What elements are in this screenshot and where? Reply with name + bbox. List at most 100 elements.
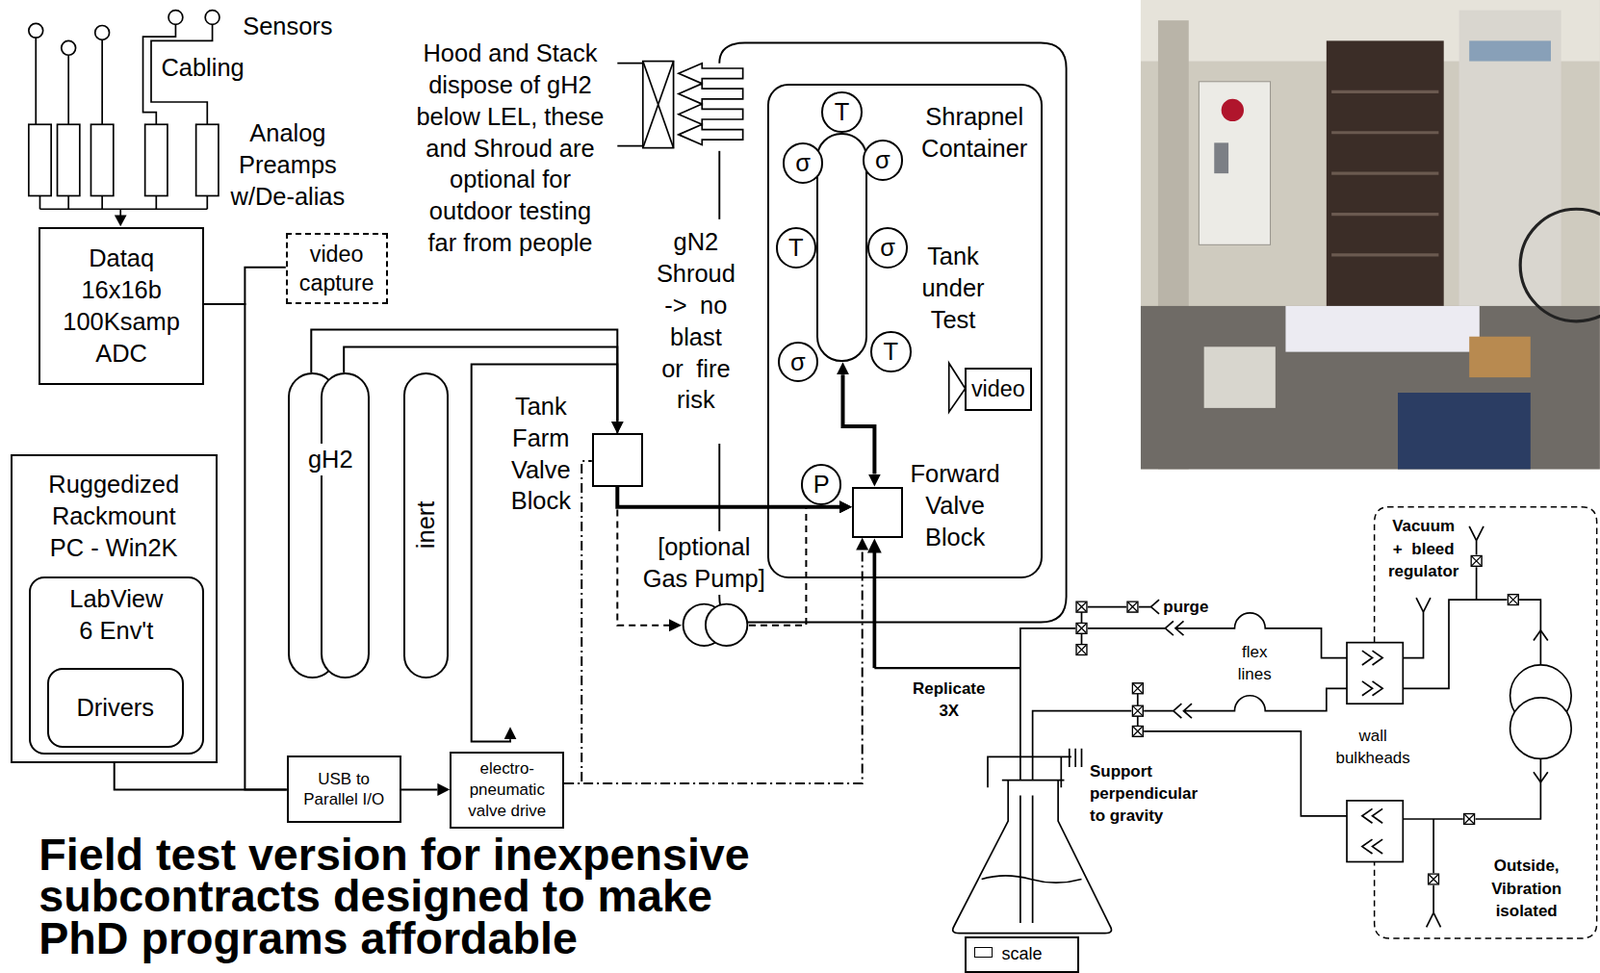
scale-box: scale (964, 936, 1081, 973)
sensor-circle: T (821, 91, 862, 132)
plumbing (1469, 526, 1484, 600)
plumbing (953, 526, 1572, 934)
annotation-label: Cabling (160, 51, 263, 84)
hood-stack (678, 124, 744, 145)
pump-symbol (705, 604, 748, 646)
lab-photo (1221, 99, 1244, 122)
sensor-wiring (28, 10, 220, 217)
valve-symbol (1470, 555, 1482, 567)
valve-symbol (1464, 813, 1475, 825)
node-text: gH2 (306, 443, 356, 476)
lab-photo (1469, 336, 1531, 378)
valve-symbol (1428, 874, 1440, 885)
lab-photo (1198, 81, 1270, 246)
plumbing (1510, 697, 1573, 760)
caption: Field test version for inexpensive subco… (38, 834, 794, 960)
test-tank: Tank under Test (816, 132, 868, 362)
valve-symbol (1076, 622, 1087, 634)
container-box: Shrapnel ContainerTank under TestTσσTσσT… (767, 83, 1043, 579)
lab-photo (1213, 142, 1229, 174)
plumbing (1087, 599, 1160, 615)
plumbing (1362, 650, 1383, 697)
valve-symbol (1127, 601, 1138, 613)
plumbing (1143, 731, 1347, 817)
plumbing (1346, 800, 1403, 863)
node-text: σ (790, 350, 806, 375)
sensor-wiring (57, 124, 80, 196)
lab-photo (1459, 10, 1562, 307)
sensor-circle: σ (867, 227, 908, 268)
feed-line (874, 551, 1021, 669)
node-text: LabView 6 Env't (65, 583, 168, 647)
node-text: Tank under Test (916, 240, 990, 336)
shroud-outline (718, 151, 721, 220)
valve-symbol (1076, 645, 1087, 656)
sensor-wiring (90, 124, 113, 196)
node-text: P (813, 472, 830, 497)
node-text: Dataq 16x16b 100Ksamp ADC (55, 242, 187, 369)
sensor-wiring (39, 195, 207, 216)
lab-photo (1520, 208, 1600, 322)
valve-block: Tank Farm Valve Block (592, 433, 644, 487)
scale-display (974, 947, 993, 959)
valve-block: Forward Valve Block (851, 487, 904, 539)
lab-photo (1331, 91, 1439, 256)
pump-symbol (681, 602, 749, 648)
lab-photo (1285, 306, 1479, 353)
annotation-label: wall bulkheads (1329, 724, 1417, 771)
annotation-label: Sensors (242, 10, 356, 43)
connector (471, 363, 619, 742)
hood-stack (678, 103, 744, 125)
node-text: σ (879, 235, 896, 260)
cylinder-shape (320, 372, 370, 679)
lab-photo (1140, 0, 1600, 469)
node-text: inert (410, 501, 442, 549)
node-text: [optional Gas Pump] (636, 531, 772, 595)
driver-box: Drivers (47, 668, 184, 749)
plumbing (981, 876, 1083, 883)
annotation-label: flex lines (1231, 641, 1278, 687)
plumbing (1346, 643, 1403, 705)
annotation-label: gN2 Shroud -> no blast or fire risk (654, 226, 737, 416)
valve-symbol (1132, 683, 1143, 695)
sensor-wiring (168, 10, 183, 26)
arrowhead (867, 539, 882, 554)
camera-lens (949, 362, 966, 413)
feed-line (873, 551, 878, 669)
video-capture-box: video capture (285, 232, 388, 306)
hood-stack (617, 61, 673, 149)
sensor-wiring (61, 40, 77, 55)
pressure-gauge: P (800, 464, 842, 505)
video-camera: video (964, 367, 1033, 413)
connector (343, 346, 618, 421)
valve-symbol (1132, 705, 1143, 717)
annotation-label: Hood and Stack dispose of gH2 below LEL,… (413, 37, 606, 259)
annotation-label: Analog Preamps w/De-alias (227, 117, 348, 212)
software-box: LabView 6 Env'tDrivers (28, 576, 205, 755)
node-text: T (883, 339, 900, 364)
valve-symbol (1507, 594, 1519, 606)
valve-drive-box: electro-pneumatic valve drive (449, 751, 565, 829)
node-text: USB to Parallel I/O (296, 769, 391, 812)
connector (843, 374, 876, 474)
outside-region (1374, 507, 1598, 939)
shroud-outline (719, 43, 1066, 623)
sensor-wiring (205, 10, 220, 26)
sensor-circle: T (870, 331, 911, 372)
outside-region (1374, 507, 1598, 939)
sensor-circle: σ (777, 341, 819, 383)
feed-line (874, 667, 1021, 670)
plumbing (1362, 808, 1383, 854)
adc-box: Dataq 16x16b 100Ksamp ADC (38, 227, 205, 385)
node-text: T (788, 235, 804, 260)
valve-symbol (1132, 725, 1143, 737)
annotation-label: Outside, Vibration isolated (1484, 854, 1569, 923)
annotation-label: Support perpendicular to gravity (1089, 760, 1205, 828)
lab-photo (1469, 40, 1551, 61)
plumbing (1143, 688, 1347, 719)
plumbing (1020, 796, 1033, 924)
sensor-wiring (145, 124, 168, 196)
sensor-wiring (28, 124, 52, 196)
node-text: Shrapnel Container (914, 101, 1035, 165)
annotation-label: Replicate 3X (907, 677, 990, 723)
